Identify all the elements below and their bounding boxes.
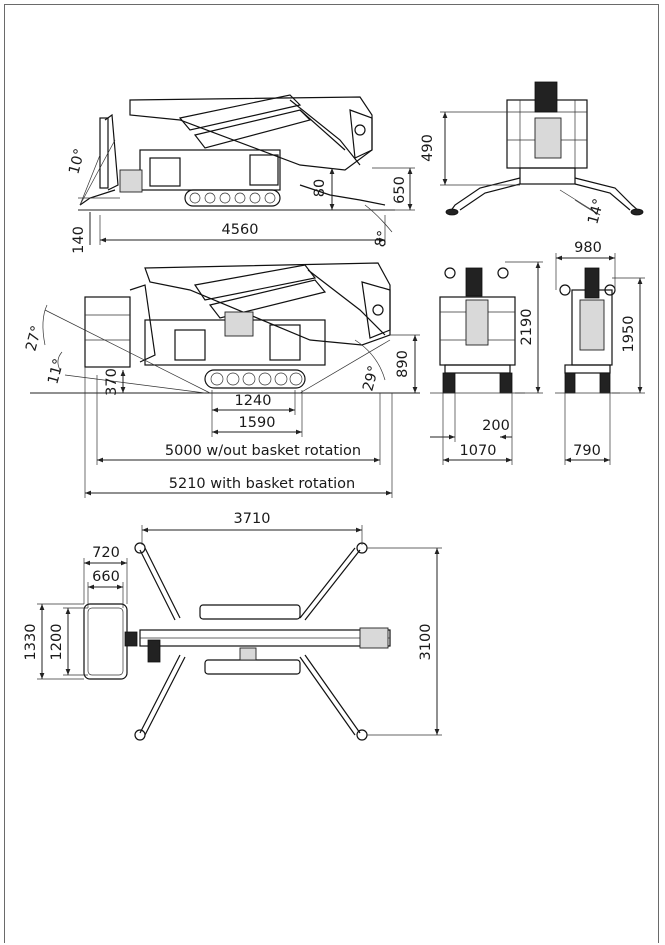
dim-basket-1200: 1200 <box>49 624 65 661</box>
dim-basket-720: 720 <box>92 545 120 561</box>
rear-view-outriggers <box>440 81 644 216</box>
dim-angle-29: 29° <box>360 364 382 393</box>
dim-angle-11: 11° <box>45 357 67 386</box>
track-rollers-top <box>189 192 276 204</box>
dim-width-790: 790 <box>573 443 601 459</box>
dim-height-1950: 1950 <box>621 316 637 353</box>
rear-view-narrow <box>555 253 645 465</box>
dim-track-1590: 1590 <box>239 415 276 431</box>
dim-height-490: 490 <box>420 134 436 162</box>
side-view-transport <box>78 94 415 245</box>
dim-length-5000: 5000 w/out basket rotation <box>165 443 361 459</box>
rear-view-basket <box>430 261 543 465</box>
dim-angle-27: 27° <box>23 324 45 353</box>
dim-span-3100: 3100 <box>418 624 434 661</box>
dim-height-370: 370 <box>104 368 120 396</box>
dim-angle-10: 10° <box>66 147 88 176</box>
dim-height-80: 80 <box>312 179 328 197</box>
dim-width-1070: 1070 <box>460 443 497 459</box>
dim-angle-14: 14° <box>585 197 607 226</box>
dim-height-650: 650 <box>392 176 408 204</box>
side-view-working <box>30 262 420 498</box>
dim-basket-1330: 1330 <box>23 624 39 661</box>
dim-length-4560: 4560 <box>222 222 259 238</box>
dim-angle-8: 8° <box>372 229 392 249</box>
track-rollers-main <box>210 372 303 386</box>
dim-length-5210: 5210 with basket rotation <box>169 476 355 492</box>
dim-width-980: 980 <box>574 240 602 256</box>
top-view <box>37 525 442 741</box>
dim-track-1240: 1240 <box>235 393 272 409</box>
dim-offset-200: 200 <box>482 418 510 434</box>
dim-span-3710: 3710 <box>234 511 271 527</box>
drawing-sheet <box>4 4 659 943</box>
dim-height-2190: 2190 <box>519 309 535 346</box>
dim-height-140: 140 <box>71 226 87 254</box>
dim-height-890: 890 <box>395 350 411 378</box>
dim-basket-660: 660 <box>92 569 120 585</box>
